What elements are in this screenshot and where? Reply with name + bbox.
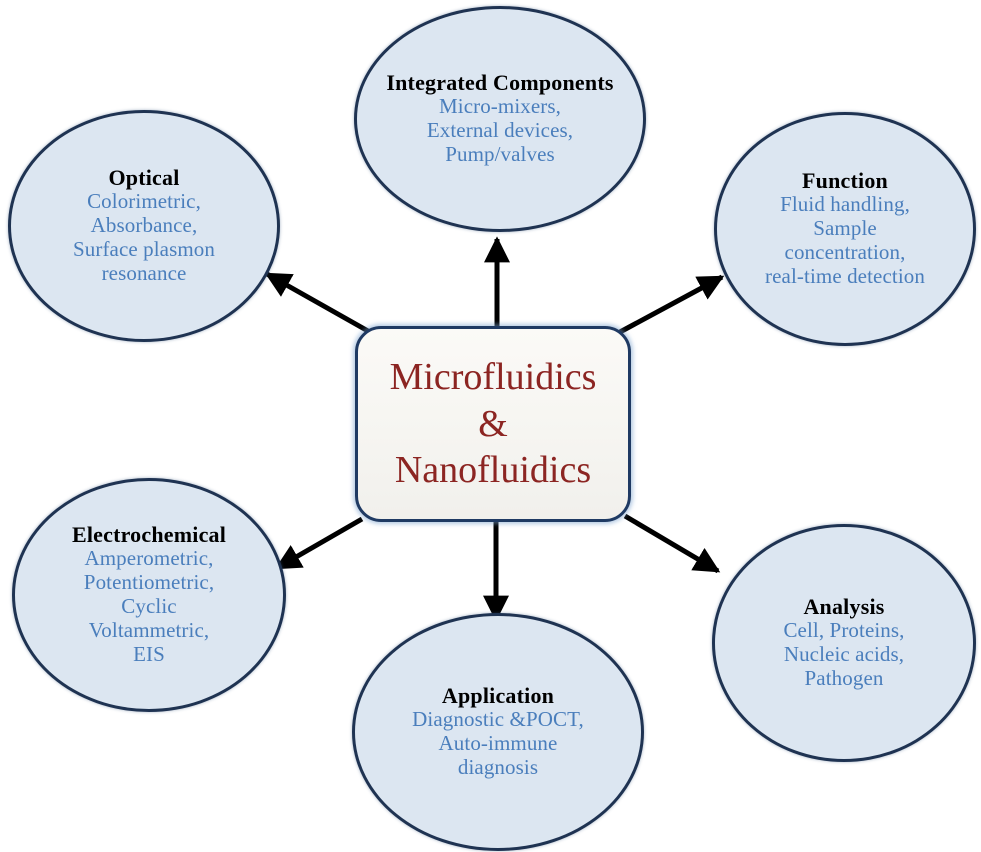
node-analysis-body: Cell, Proteins, Nucleic acids, Pathogen bbox=[783, 618, 905, 691]
node-function-title: Function bbox=[802, 167, 888, 193]
arrow-center-to-optical bbox=[264, 271, 370, 334]
center-node-label: Microfluidics & Nanofluidics bbox=[389, 356, 597, 492]
arrow-center-to-electrochemical bbox=[274, 516, 364, 571]
node-analysis-title: Analysis bbox=[803, 593, 885, 619]
arrow-center-to-function bbox=[618, 274, 725, 335]
node-function[interactable]: Function Fluid handling, Sample concentr… bbox=[714, 112, 976, 346]
node-optical[interactable]: Optical Colorimetric, Absorbance, Surfac… bbox=[8, 110, 280, 342]
node-integrated-components-title: Integrated Components bbox=[386, 69, 614, 95]
node-integrated-components[interactable]: Integrated Components Micro-mixers, Exte… bbox=[354, 6, 646, 232]
node-function-body: Fluid handling, Sample concentration, re… bbox=[765, 192, 925, 289]
node-electrochemical[interactable]: Electrochemical Amperometric, Potentiome… bbox=[12, 478, 286, 712]
node-analysis[interactable]: Analysis Cell, Proteins, Nucleic acids, … bbox=[712, 524, 976, 762]
node-optical-title: Optical bbox=[108, 164, 180, 190]
arrow-center-to-analysis bbox=[623, 513, 721, 574]
node-integrated-components-body: Micro-mixers, External devices, Pump/val… bbox=[426, 94, 574, 167]
node-electrochemical-title: Electrochemical bbox=[71, 521, 227, 547]
node-application-title: Application bbox=[441, 682, 555, 708]
node-application-body: Diagnostic &POCT, Auto-immune diagnosis bbox=[412, 707, 584, 780]
node-electrochemical-body: Amperometric, Potentiometric, Cyclic Vol… bbox=[83, 546, 215, 667]
node-center-microfluidics-nanofluidics[interactable]: Microfluidics & Nanofluidics bbox=[355, 326, 631, 522]
node-optical-body: Colorimetric, Absorbance, Surface plasmo… bbox=[72, 189, 216, 286]
node-application[interactable]: Application Diagnostic &POCT, Auto-immun… bbox=[352, 613, 644, 851]
